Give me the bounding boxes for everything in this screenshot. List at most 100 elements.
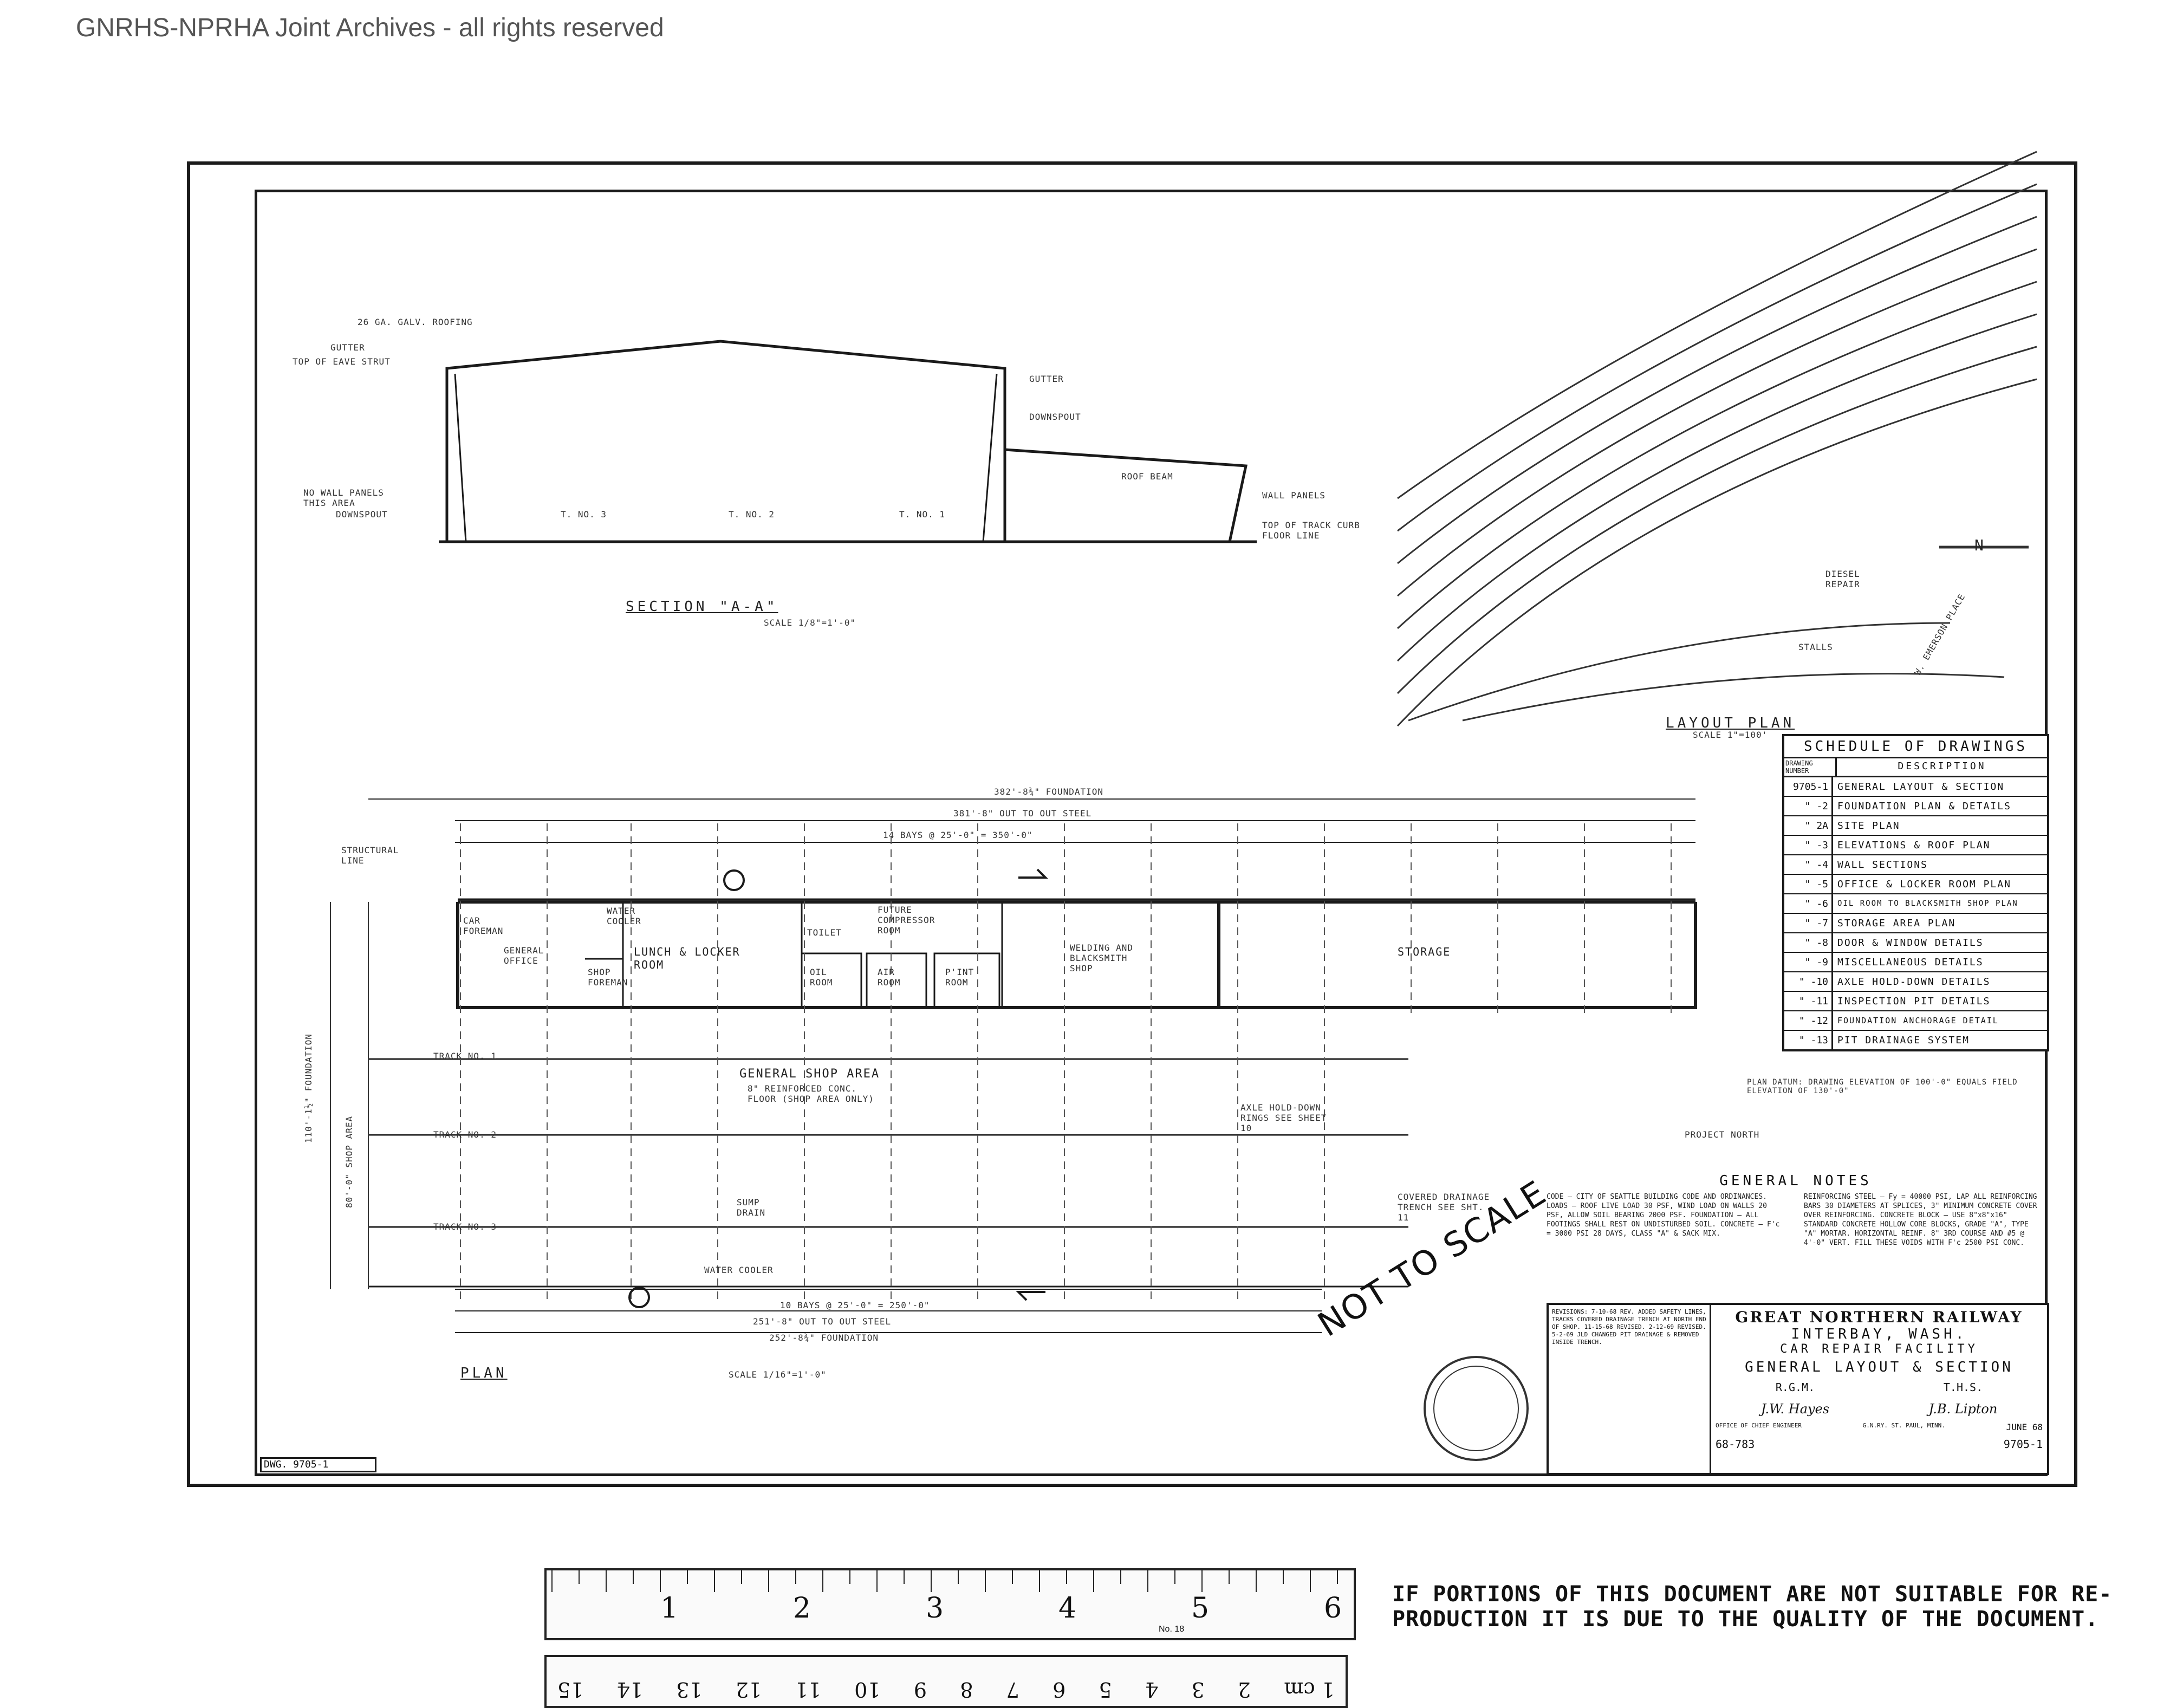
scale-ruler-cm: 1 cm 2 3 4 5 6 7 8 9 10 11 12 13 14 15 [544,1655,1348,1708]
plan-covered-trench: COVERED DRAINAGE TRENCH SEE SHT. 11 [1398,1192,1490,1223]
section-markers [628,868,1048,1308]
schedule-of-drawings: SCHEDULE OF DRAWINGS DRAWING NUMBER DESC… [1782,734,2049,1051]
general-notes-title: GENERAL NOTES [1719,1173,1872,1189]
plan-left-dimensions [330,902,369,1289]
tb-correct-signature: J.W. Hayes [1760,1401,1830,1417]
section-aa-title: SECTION "A-A" [626,599,778,615]
room-general-office: GENERAL OFFICE [504,945,544,966]
plan-room-partitions [585,902,1003,1009]
ruler-cm-4: 4 [1145,1678,1159,1701]
plan-dim-foundation-bottom: 252'-8¾" FOUNDATION [769,1333,879,1343]
tb-traced-by: T.H.S. [1943,1381,1983,1394]
ruler-cm-2: 2 [1237,1678,1251,1701]
plan-dim-steel-bottom: 251'-8" OUT TO OUT STEEL [753,1316,892,1327]
section-label-downspout: DOWNSPOUT [336,509,388,519]
tb-railway: G.N.RY. ST. PAUL, MINN. [1862,1422,1945,1429]
section-label-downspout-2: DOWNSPOUT [1029,412,1081,422]
general-notes: GENERAL NOTES CODE — CITY OF SEATTLE BUI… [1547,1173,2045,1248]
drawing-sheet-border [187,161,2077,1487]
tb-afe: 68-783 [1716,1438,1755,1451]
layout-plan-scale: SCALE 1"=100' [1693,730,1768,740]
ruler-inch-2: 2 [793,1592,811,1625]
tb-date: JUNE 68 [2006,1422,2043,1432]
north-arrow-icon: N [1974,536,1985,554]
plan-project-north: PROJECT NORTH [1685,1129,1760,1140]
schedule-plan-datum: PLAN DATUM: DRAWING ELEVATION OF 100'-0"… [1747,1078,2018,1095]
ruler-cm-11: 11 [795,1678,821,1701]
layout-label-stalls: STALLS [1798,642,1833,652]
scale-ruler-inches: 1 2 3 4 5 6 No. 18 [544,1568,1356,1640]
engineer-seal [1424,1356,1529,1461]
plan-shop-floor: 8" REINFORCED CONC. FLOOR (SHOP AREA ONL… [748,1083,874,1104]
section-label-roofing: 26 GA. GALV. ROOFING [358,317,473,327]
ruler-cm-10: 10 [854,1678,881,1701]
section-aa-outline [439,340,1257,543]
section-label-top-eave: TOP OF EAVE STRUT [293,356,391,367]
tb-drawn-by: R.G.M. [1775,1381,1815,1394]
room-toilet: TOILET [807,927,842,938]
ruler-cm-12: 12 [735,1678,762,1701]
schedule-title: SCHEDULE OF DRAWINGS [1784,736,2047,758]
tb-drawing-title: GENERAL LAYOUT & SECTION [1745,1359,2013,1375]
tb-company: GREAT NORTHERN RAILWAY [1735,1308,2023,1326]
room-storage: STORAGE [1398,945,1451,958]
revisions-block: REVISIONS: 7-10-68 REV. ADDED SAFETY LIN… [1549,1305,1711,1473]
plan-column-grid [460,823,1672,1300]
section-label-top-curb: TOP OF TRACK CURB FLOOR LINE [1262,520,1360,541]
plan-scale: SCALE 1/16"=1'-0" [729,1369,827,1380]
ruler-cm-3: 3 [1191,1678,1205,1701]
ruler-cm-6: 6 [1052,1678,1066,1701]
plan-axle-hold-down: AXLE HOLD-DOWN RINGS SEE SHEET 10 [1240,1102,1327,1133]
ruler-cm-14: 14 [616,1678,644,1701]
plan-sump-drain: SUMP DRAIN [737,1197,766,1218]
section-aa-scale: SCALE 1/8"=1'-0" [764,618,856,628]
general-notes-left: CODE — CITY OF SEATTLE BUILDING CODE AND… [1547,1193,1780,1238]
section-label-gutter-2: GUTTER [1029,374,1064,384]
ruler-inch-6: 6 [1324,1592,1342,1625]
layout-label-diesel: DIESEL REPAIR [1825,569,1860,589]
ruler-cm-13: 13 [676,1678,703,1701]
schedule-col-description: DESCRIPTION [1898,761,1986,772]
room-welding-blacksmith: WELDING AND BLACKSMITH SHOP [1070,943,1133,973]
plan-track-3: TRACK NO. 3 [433,1222,497,1232]
room-shop-foreman: SHOP FOREMAN [588,967,628,988]
tb-facility: CAR REPAIR FACILITY [1780,1342,1978,1356]
room-future-compressor: FUTURE COMPRESSOR ROOM [878,905,935,936]
plan-dim-bays-bottom: 10 BAYS @ 25'-0" = 250'-0" [780,1300,930,1310]
corner-dwg-number: DWG. 9705-1 [260,1457,376,1472]
plan-track-1: TRACK NO. 1 [433,1051,497,1061]
layout-plan-title: LAYOUT PLAN [1666,715,1795,731]
room-oil: OIL ROOM [810,967,833,988]
reproduction-notice: IF PORTIONS OF THIS DOCUMENT ARE NOT SUI… [1392,1582,2112,1632]
plan-track-2: TRACK NO. 2 [433,1129,497,1140]
plan-dim-shop: 80'-0" SHOP AREA [344,1115,354,1208]
room-lunch-locker: LUNCH & LOCKER ROOM [634,945,740,971]
section-label-gutter: GUTTER [330,342,365,353]
ruler-cm-9: 9 [913,1678,927,1701]
plan-dim-steel-top: 381'-8" OUT TO OUT STEEL [953,808,1092,819]
room-car-foreman: CAR FOREMAN [463,915,504,936]
ruler-cm-5: 5 [1099,1678,1112,1701]
plan-structural-line: STRUCTURAL LINE [341,845,399,866]
plan-water-cooler-bottom: WATER COOLER [704,1265,774,1275]
section-label-wall-panels: WALL PANELS [1262,490,1326,501]
ruler-inch-1: 1 [660,1592,679,1625]
notice-line-2: PRODUCTION IT IS DUE TO THE QUALITY OF T… [1392,1607,2099,1632]
plan-title: PLAN [460,1365,508,1381]
title-block: REVISIONS: 7-10-68 REV. ADDED SAFETY LIN… [1547,1303,2049,1475]
ruler-inch-3: 3 [926,1592,944,1625]
ruler-inch-5: 5 [1191,1592,1210,1625]
